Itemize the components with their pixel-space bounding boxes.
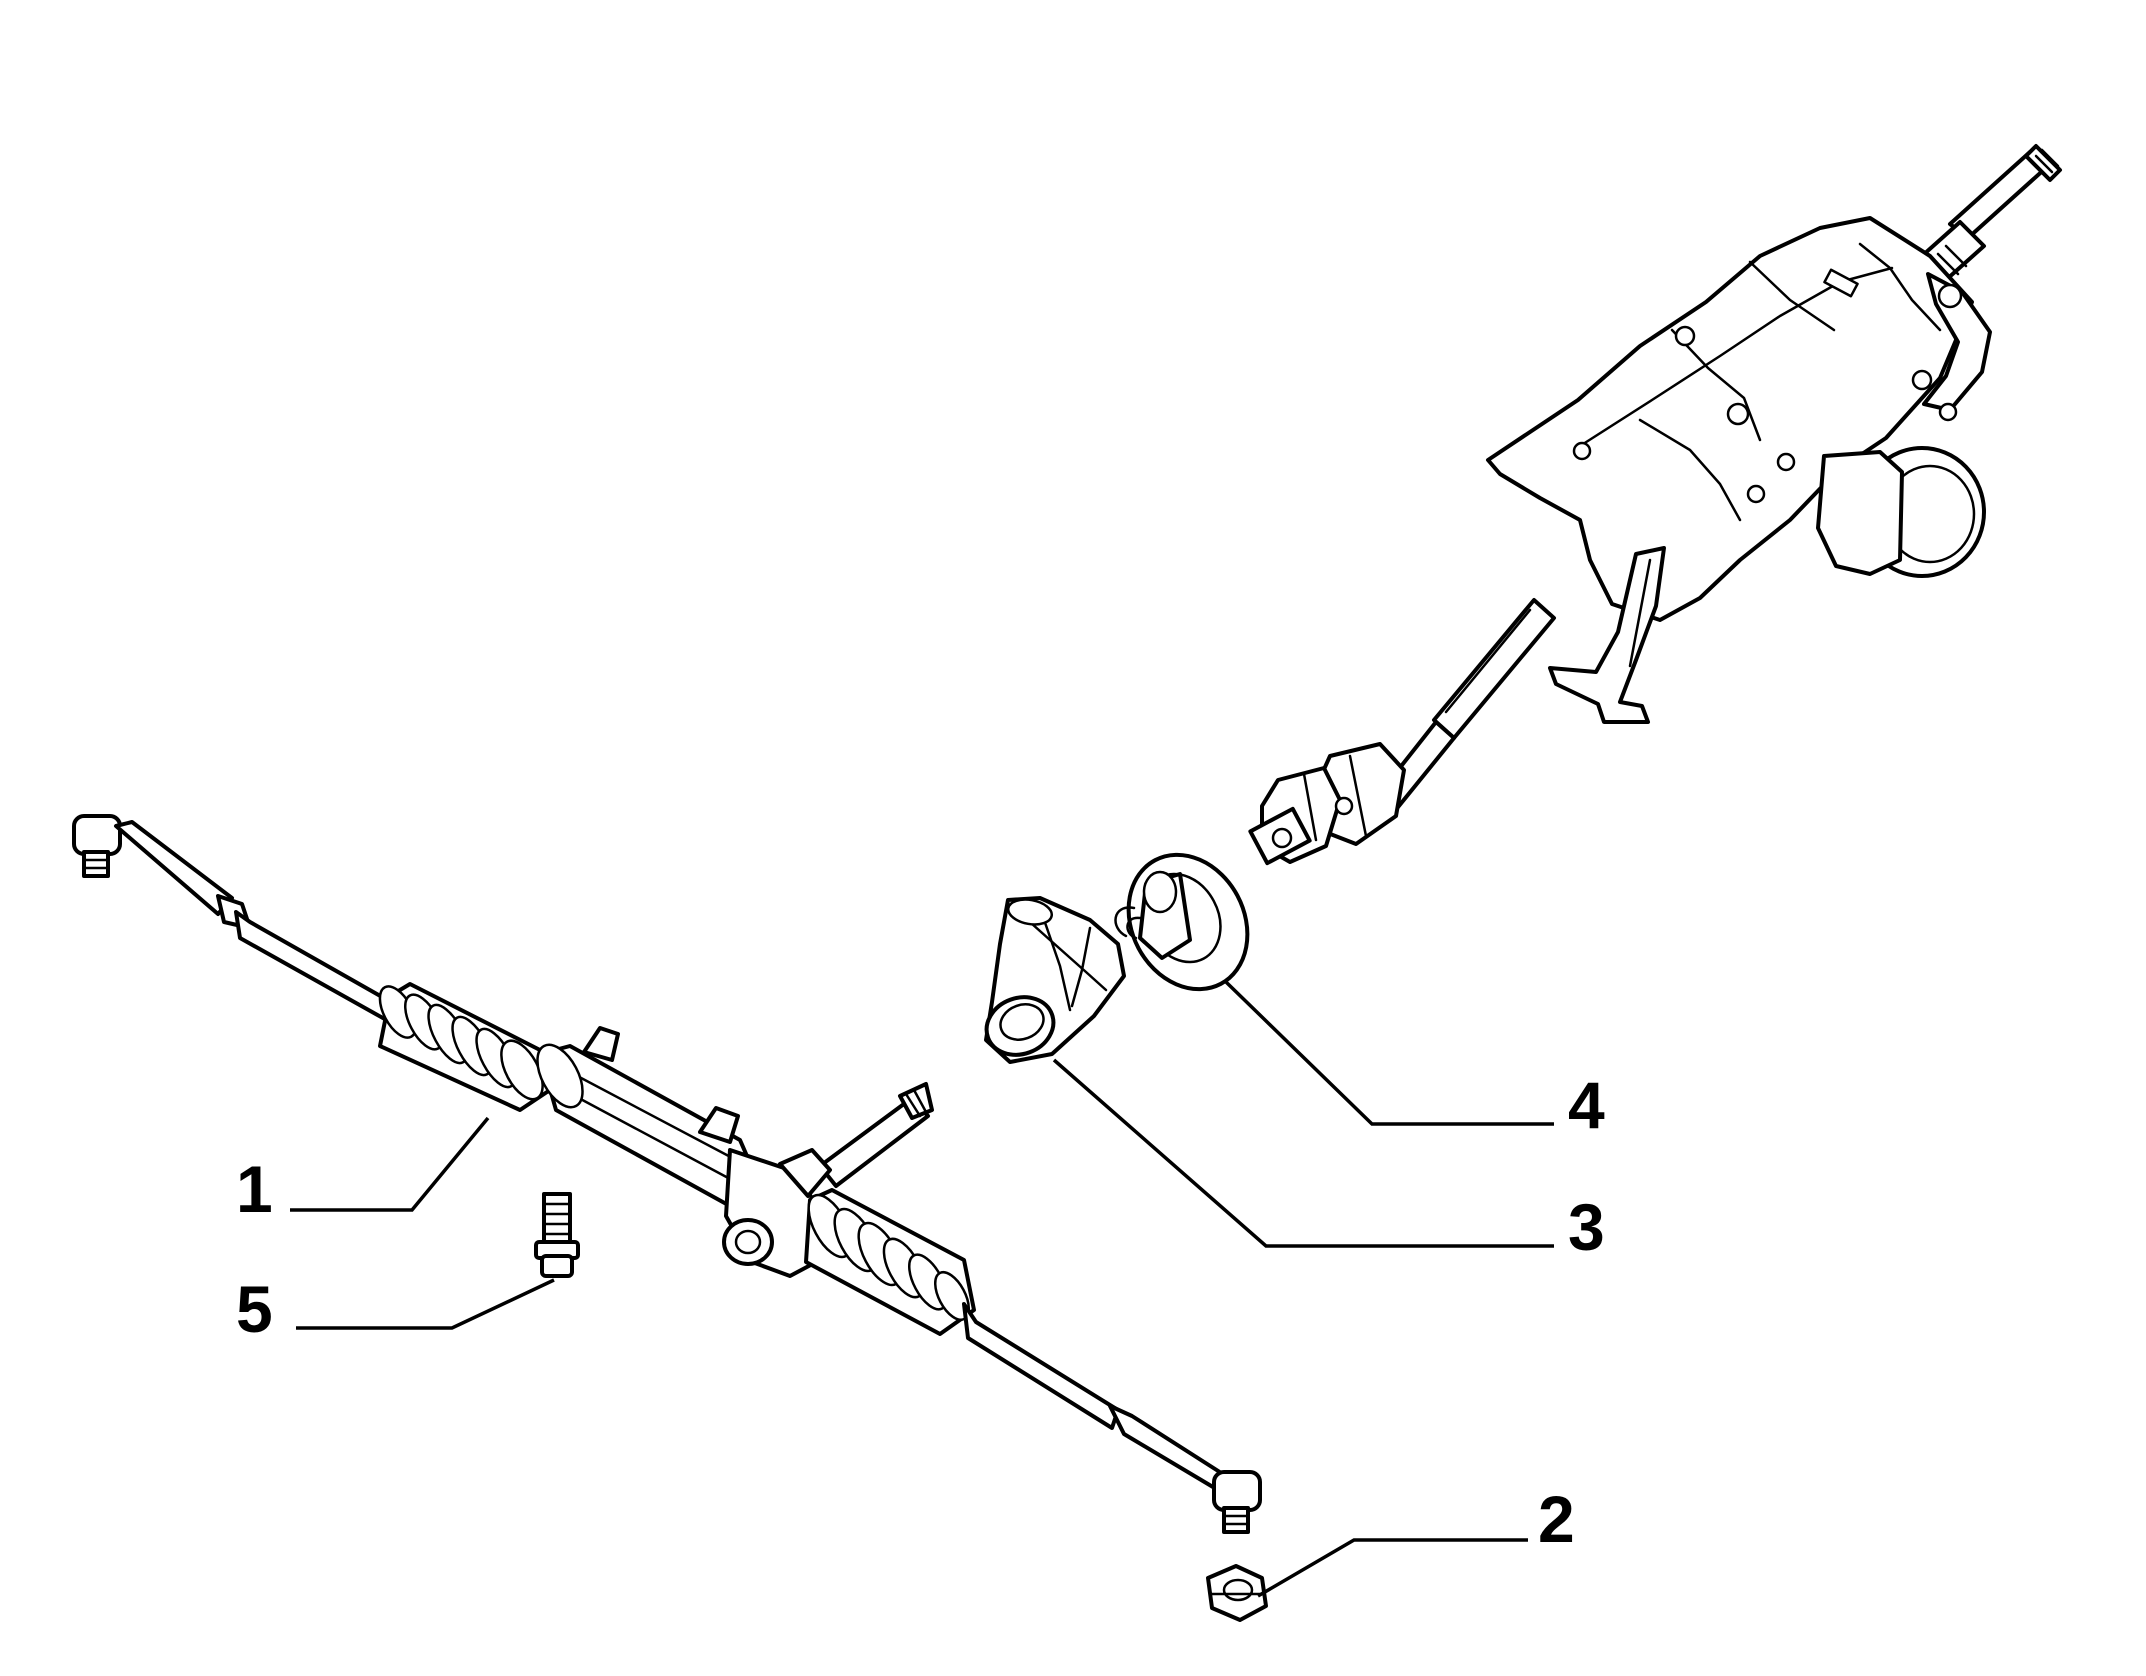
leader-line-5 [296,1278,555,1330]
nut [1206,1564,1268,1622]
leader-line-2 [1257,1538,1528,1598]
left-tie-rod-end [72,814,252,930]
universal-joint [1248,742,1406,866]
leader-line-1 [290,1116,490,1212]
callout-1: 1 [236,1152,273,1226]
column-lower-bracket [1548,546,1666,724]
rack-housing [536,1026,762,1208]
leader-line-3 [1052,1058,1554,1248]
callout-5: 5 [236,1272,273,1346]
right-tie-rod [962,1302,1120,1430]
seal-plate [1114,852,1250,992]
bolt [534,1192,580,1278]
left-bellows [378,982,558,1112]
boot-cover [984,896,1126,1064]
right-tie-rod-end [1212,1470,1262,1534]
right-bellows [804,1188,976,1336]
steering-rack [72,814,1262,1534]
pinion-housing [722,1082,934,1278]
callout-4: 4 [1568,1068,1605,1142]
left-tie-rod [234,910,400,1024]
callout-3: 3 [1568,1190,1605,1264]
leader-line-4 [1224,980,1554,1126]
callout-2: 2 [1538,1482,1575,1556]
steering-column [1248,144,2062,866]
column-housing [1486,216,1992,622]
